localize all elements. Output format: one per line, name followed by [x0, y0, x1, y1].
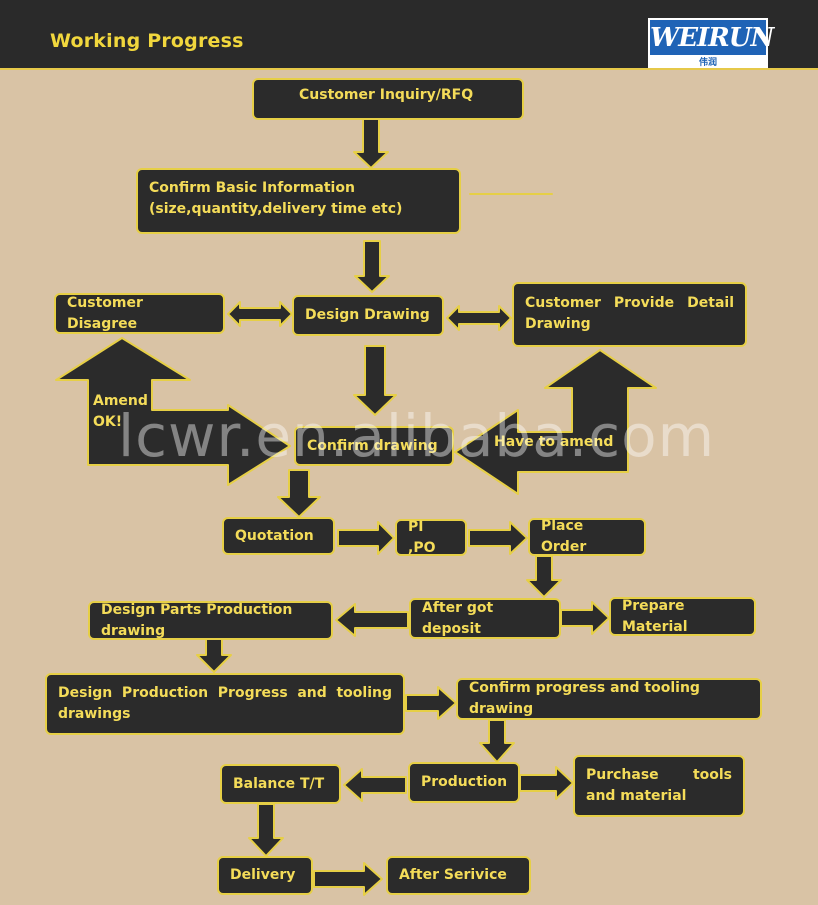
logo-subtext: 伟润 [698, 58, 717, 68]
have-to-amend-arrow [454, 349, 657, 495]
node-label: Purchase tools and material [586, 767, 732, 804]
node-label: After Serivice [399, 867, 507, 883]
arrow-down-8 [248, 803, 284, 857]
logo-text: WEIRUN [650, 23, 774, 53]
node-label: PI ,PO [408, 518, 436, 556]
node-design-parts-drawing: Design Parts Production drawing [88, 601, 333, 640]
arrow-right-5 [519, 766, 574, 800]
node-label: Design Production Progress and tooling d… [58, 685, 392, 722]
header-bar: Working Progress WEIRUN 伟润 [0, 0, 818, 70]
node-confirm-basic-info: Confirm Basic Information (size,quantity… [136, 168, 461, 234]
node-customer-inquiry: Customer Inquiry/RFQ [252, 78, 524, 120]
arrow-right-4 [405, 686, 457, 720]
node-label: Customer Disagree [67, 294, 143, 332]
node-label: Place Order [541, 518, 587, 555]
arrow-right-1 [337, 521, 395, 555]
node-label: After got deposit [422, 599, 494, 637]
arrow-right-2 [468, 521, 528, 555]
label-text: Have to amend [494, 434, 614, 450]
page-title: Working Progress [50, 30, 244, 52]
label-amend-ok: Amend OK! [93, 391, 148, 433]
node-pi-po: PI ,PO [395, 519, 467, 556]
node-after-service: After Serivice [386, 856, 531, 895]
arrow-down-6 [196, 638, 232, 673]
node-label: Production [421, 774, 508, 790]
node-label: Customer Provide Detail Drawing [525, 295, 734, 332]
label-line2: OK! [93, 414, 123, 430]
arrow-right-6 [313, 862, 383, 896]
node-purchase-tools: Purchase tools and material [573, 755, 745, 817]
arrow-down-5 [526, 555, 562, 598]
node-place-order: Place Order [528, 518, 646, 556]
arrow-down-2 [354, 240, 390, 293]
double-arrow-right [446, 305, 512, 331]
watermark: lcwr.en.alibaba.com [118, 402, 716, 470]
arrow-down-3 [353, 345, 397, 416]
node-label: Design Parts Production drawing [101, 601, 293, 639]
node-label: Balance T/T [233, 775, 325, 792]
node-design-production-drawings: Design Production Progress and tooling d… [45, 673, 405, 735]
node-label-line1: Confirm Basic Information [149, 180, 355, 196]
node-label: Confirm progress and tooling drawing [469, 680, 700, 717]
node-label: Prepare Material [622, 597, 688, 635]
label-line1: Amend [93, 393, 148, 409]
node-label-line2: (size,quantity,delivery time etc) [149, 201, 403, 217]
node-label: Customer Inquiry/RFQ [299, 87, 474, 103]
node-label: Quotation [235, 527, 314, 544]
logo-banner: WEIRUN [650, 20, 774, 55]
node-design-drawing: Design Drawing [292, 295, 444, 336]
arrow-down-7 [479, 719, 515, 763]
node-confirm-progress-drawing: Confirm progress and tooling drawing [456, 678, 762, 720]
node-delivery: Delivery [217, 856, 313, 895]
node-quotation: Quotation [222, 517, 335, 555]
double-arrow-left [227, 301, 293, 327]
amend-ok-arrow [55, 337, 291, 486]
arrow-right-3 [560, 601, 610, 635]
node-label: Design Drawing [305, 307, 430, 323]
arrow-down-1 [353, 117, 389, 169]
node-label: Confirm drawing [307, 437, 438, 454]
node-label: Delivery [230, 867, 296, 883]
node-confirm-drawing: Confirm drawing [294, 426, 454, 466]
company-logo: WEIRUN 伟润 [648, 18, 774, 68]
node-balance-tt: Balance T/T [220, 764, 341, 804]
node-customer-provide-drawing: Customer Provide Detail Drawing [512, 282, 747, 347]
arrow-left-1 [335, 603, 409, 637]
arrow-down-4 [277, 469, 321, 518]
node-prepare-material: Prepare Material [609, 597, 756, 636]
node-customer-disagree: Customer Disagree [54, 293, 225, 334]
node-production: Production [408, 762, 520, 803]
label-have-to-amend: Have to amend [494, 432, 613, 453]
node-after-deposit: After got deposit [409, 598, 561, 639]
arrow-left-2 [343, 768, 407, 802]
